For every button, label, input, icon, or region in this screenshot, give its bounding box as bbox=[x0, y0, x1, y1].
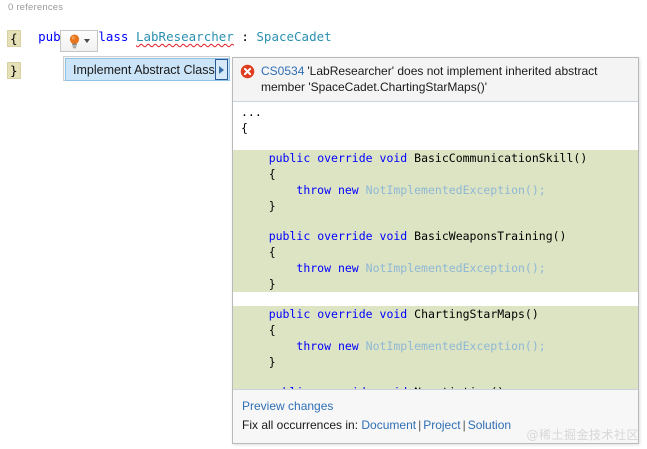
preview-code-line: throw new NotImplementedException(); bbox=[233, 182, 638, 198]
error-icon bbox=[240, 64, 255, 79]
preview-code-line: } bbox=[233, 276, 638, 292]
preview-changes-link[interactable]: Preview changes bbox=[242, 399, 334, 413]
preview-code-line bbox=[233, 370, 638, 384]
preview-code-line: throw new NotImplementedException(); bbox=[233, 260, 638, 276]
separator-2: | bbox=[462, 418, 466, 432]
error-message-text: CS0534'LabResearcher' does not implement… bbox=[261, 63, 631, 95]
space-2 bbox=[128, 29, 136, 44]
menu-item-label: Implement Abstract Class bbox=[73, 62, 215, 77]
menu-item-implement-abstract-class[interactable]: Implement Abstract Class bbox=[65, 58, 230, 81]
keyword-class: class bbox=[90, 29, 129, 44]
fix-all-row: Fix all occurrences in: Document|Project… bbox=[242, 416, 638, 435]
fix-all-label: Fix all occurrences in: bbox=[242, 418, 359, 432]
scope-project-link[interactable]: Project bbox=[423, 418, 461, 432]
quick-actions-preview-popup[interactable]: CS0534'LabResearcher' does not implement… bbox=[232, 57, 639, 444]
preview-code-line: { bbox=[233, 166, 638, 182]
code-preview-pane[interactable]: ... { public override void BasicCommunica… bbox=[233, 102, 638, 389]
popup-footer: Preview changes Fix all occurrences in: … bbox=[233, 389, 638, 443]
base-type-spacecadet[interactable]: SpaceCadet bbox=[256, 29, 332, 44]
preview-code-line bbox=[233, 214, 638, 228]
preview-code-line: { bbox=[233, 322, 638, 338]
preview-code-line: } bbox=[233, 354, 638, 370]
class-name-labresearcher[interactable]: LabResearcher bbox=[135, 29, 234, 44]
open-brace: { bbox=[7, 30, 21, 47]
preview-code-line: public override void BasicWeaponsTrainin… bbox=[233, 228, 638, 244]
chevron-down-icon[interactable] bbox=[84, 39, 90, 43]
preview-code-line: public override void Negotiation() bbox=[233, 384, 638, 389]
scope-solution-link[interactable]: Solution bbox=[467, 418, 512, 432]
preview-code-line: public override void BasicCommunicationS… bbox=[233, 150, 638, 166]
quick-actions-context-menu[interactable]: Implement Abstract Class bbox=[63, 56, 230, 81]
lightbulb-icon bbox=[69, 34, 80, 48]
preview-code-line: { bbox=[241, 121, 248, 135]
quick-actions-lightbulb-button[interactable] bbox=[60, 30, 98, 52]
codelens-references[interactable]: 0 references bbox=[8, 2, 64, 13]
submenu-expand-button[interactable] bbox=[214, 59, 228, 80]
class-declaration-line: public class LabResearcher : SpaceCadet bbox=[8, 14, 332, 59]
preview-code-line bbox=[233, 292, 638, 306]
preview-code-line: public override void ChartingStarMaps() bbox=[233, 306, 638, 322]
separator-1: | bbox=[418, 418, 422, 432]
colon-token: : bbox=[241, 29, 249, 44]
scope-document-link[interactable]: Document bbox=[361, 418, 417, 432]
preview-code-line: ... bbox=[241, 105, 262, 119]
preview-code-line: throw new NotImplementedException(); bbox=[233, 338, 638, 354]
close-brace: } bbox=[7, 62, 21, 79]
error-code: CS0534 bbox=[261, 64, 305, 78]
preview-changes-row: Preview changes bbox=[242, 397, 638, 416]
popup-error-header: CS0534'LabResearcher' does not implement… bbox=[233, 58, 638, 102]
error-message: 'LabResearcher' does not implement inher… bbox=[261, 64, 598, 94]
preview-code-line bbox=[233, 136, 638, 150]
preview-code-line: { bbox=[233, 244, 638, 260]
chevron-right-icon bbox=[218, 65, 224, 74]
preview-code-line: } bbox=[233, 198, 638, 214]
